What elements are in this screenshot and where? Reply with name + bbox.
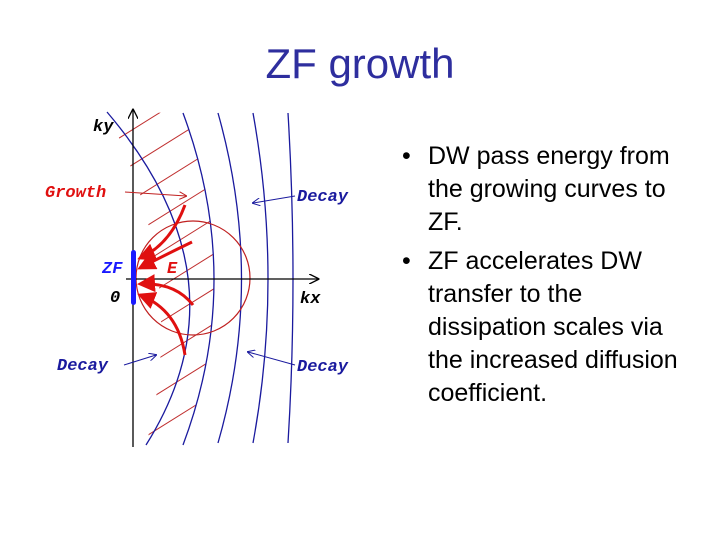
slide-title: ZF growth <box>265 40 455 87</box>
kx-label: kx <box>300 290 321 309</box>
decay-label: Decay <box>57 357 109 376</box>
growth-arrow <box>137 240 193 270</box>
bullet-item: DW pass energy from the growing curves t… <box>400 140 700 239</box>
curve-4 <box>252 112 269 444</box>
origin-label: 0 <box>110 289 120 308</box>
growth-arrow <box>137 274 195 306</box>
ky-label: ky <box>93 118 114 137</box>
zf-bar <box>131 250 136 305</box>
decay-label: Decay <box>297 358 349 377</box>
zf-growth-diagram: ky kx 0 ZF E Growth Decay Decay Decay <box>45 0 349 447</box>
bullet-list: DW pass energy from the growing curves t… <box>400 140 700 416</box>
energy-label: E <box>167 260 178 279</box>
curve-3 <box>217 112 243 444</box>
decay-pointer <box>123 355 156 366</box>
growth-label: Growth <box>45 184 106 203</box>
growth-arrow <box>137 292 187 356</box>
decay-pointer <box>253 195 296 203</box>
energy-circle <box>135 220 251 336</box>
decay-pointer <box>248 352 296 366</box>
zf-label: ZF <box>101 260 123 279</box>
bullet-item: ZF accelerates DW transfer to the dissip… <box>400 245 700 410</box>
curve-5 <box>287 112 294 444</box>
growth-pointer <box>124 191 186 196</box>
decay-label: Decay <box>297 188 349 207</box>
